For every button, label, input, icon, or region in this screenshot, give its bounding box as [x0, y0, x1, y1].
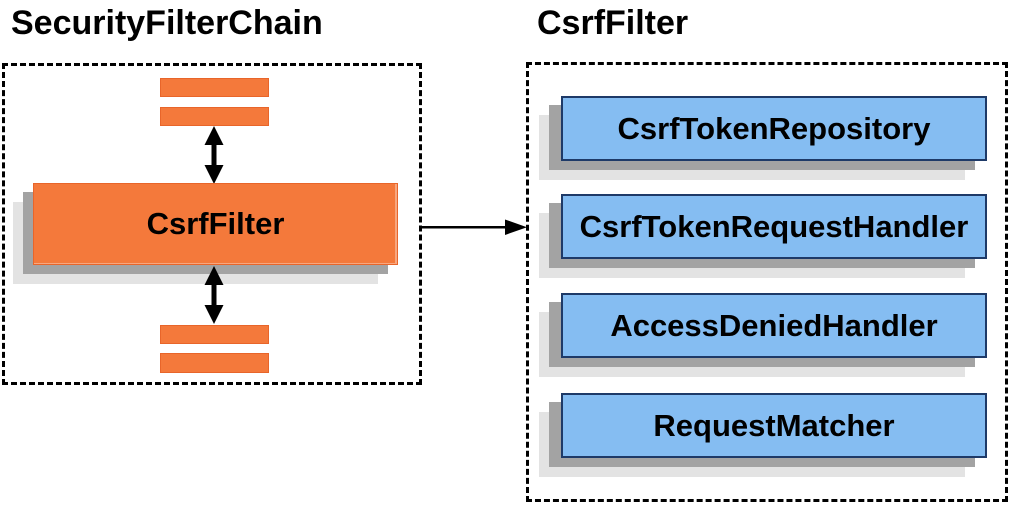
- filter-placeholder-bar-top-2: [160, 107, 269, 126]
- component-box-access-denied-handler: AccessDeniedHandler: [561, 293, 987, 358]
- component-label: RequestMatcher: [653, 407, 895, 443]
- security-filter-chain-title: SecurityFilterChain: [11, 4, 323, 42]
- filter-placeholder-bar-bottom-2: [160, 353, 269, 373]
- double-headed-arrow-icon: [204, 126, 224, 184]
- double-headed-arrow-icon: [204, 266, 224, 324]
- filter-placeholder-bar-top-1: [160, 78, 269, 97]
- component-label: CsrfTokenRequestHandler: [579, 208, 969, 244]
- csrf-filter-container: [526, 62, 1008, 502]
- component-box-csrf-token-request-handler: CsrfTokenRequestHandler: [561, 194, 987, 259]
- component-box-request-matcher: RequestMatcher: [561, 393, 987, 458]
- security-filter-chain-container: [2, 63, 422, 385]
- csrf-filter-box-label: CsrfFilter: [146, 206, 285, 241]
- component-label: AccessDeniedHandler: [610, 307, 938, 343]
- component-box-csrf-token-repository: CsrfTokenRepository: [561, 96, 987, 161]
- arrow-right-icon: [422, 219, 527, 235]
- csrf-filter-box: CsrfFilter: [33, 183, 398, 265]
- filter-placeholder-bar-bottom-1: [160, 325, 269, 344]
- csrf-filter-title: CsrfFilter: [537, 4, 689, 42]
- component-label: CsrfTokenRepository: [617, 110, 931, 146]
